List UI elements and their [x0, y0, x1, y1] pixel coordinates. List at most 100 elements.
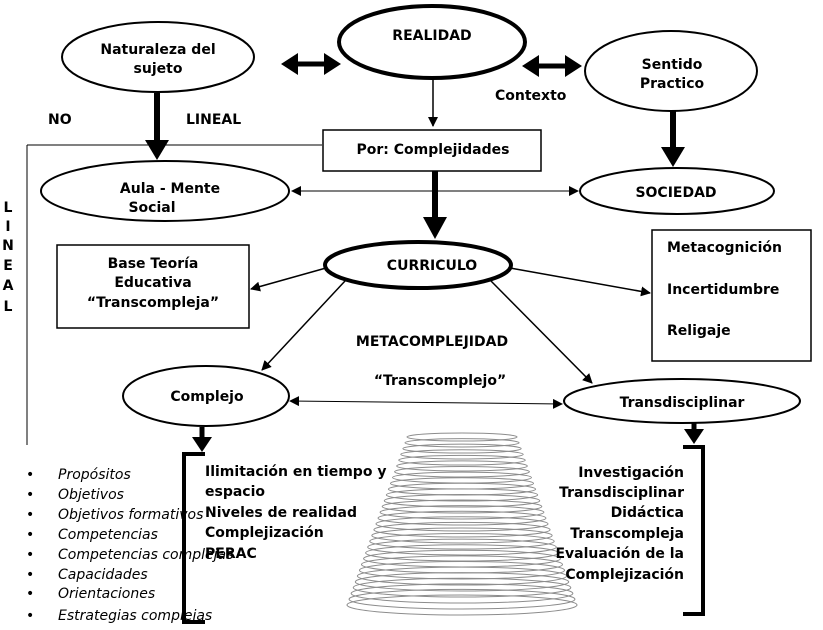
realidad-node — [337, 4, 527, 80]
base-teoria-box — [56, 244, 250, 329]
list-item: Transdisciplinar — [559, 485, 684, 501]
lineal-v-6: L — [4, 299, 13, 315]
spiral-ring — [394, 466, 530, 478]
list-item: Evaluación de la — [555, 546, 684, 562]
list-item: PERAC — [205, 546, 257, 562]
spiral-ring — [358, 560, 566, 580]
bullet-list: • Propósitos • Objetivos • Objetivos for… — [26, 467, 233, 624]
sociedad-node — [579, 167, 775, 215]
list-item: • — [26, 567, 34, 583]
list-item: Didáctica — [611, 505, 684, 521]
spiral-ring — [400, 449, 524, 460]
naturaleza-label-2: sujeto — [134, 61, 183, 77]
spiral-ring — [352, 577, 572, 598]
list-item: Complejización — [565, 567, 684, 583]
naturaleza-label-1: Naturaleza del — [100, 42, 215, 58]
complejo-node — [122, 365, 290, 427]
aula-node — [40, 160, 290, 222]
spiral-ring — [387, 482, 537, 496]
meta-label-1: Metacognición — [667, 240, 782, 256]
list-item: • — [26, 507, 34, 523]
aula-label-2: Social — [128, 200, 175, 216]
double-arrow-right — [522, 55, 582, 77]
base-label-3: “Transcompleja” — [87, 295, 219, 311]
arrow-complejo-down — [192, 427, 212, 452]
transdisciplinar-label: Transdisciplinar — [620, 395, 745, 411]
spiral-ring — [367, 538, 557, 556]
curriculo-label: CURRICULO — [387, 258, 477, 274]
spiral-ring — [375, 516, 549, 532]
spiral-ring — [406, 432, 518, 442]
list-item: Objetivos formativos — [58, 507, 203, 523]
transdisciplinar-node — [563, 378, 801, 424]
spiral-ring — [383, 493, 541, 508]
arrow-curriculo-meta — [509, 267, 651, 297]
right-list: Investigación Transdisciplinar Didáctica… — [555, 465, 684, 583]
spiral-ring — [404, 438, 520, 448]
list-item: Complejización — [205, 525, 324, 541]
list-item: Estrategias complejas — [58, 608, 212, 624]
list-item: • — [26, 547, 34, 563]
double-arrow-left — [281, 53, 341, 75]
meta-label-3: Religaje — [667, 323, 731, 339]
complejo-label: Complejo — [170, 389, 244, 405]
arrow-naturaleza-aula — [145, 93, 169, 160]
sociedad-label: SOCIEDAD — [635, 185, 716, 201]
list-item: • — [26, 467, 34, 483]
list-item: Capacidades — [58, 567, 148, 583]
lineal-v-4: E — [3, 258, 13, 274]
middle-list: Ilimitación en tiempo y espacio Niveles … — [205, 464, 386, 562]
list-item: Competencias — [58, 527, 158, 543]
arrow-curriculo-base — [250, 267, 327, 292]
list-item: Objetivos — [58, 487, 124, 503]
list-item: • — [26, 527, 34, 543]
list-item: Competencias complejas — [58, 547, 233, 563]
list-item: Ilimitación en tiempo y — [205, 464, 386, 480]
meta-label-2: Incertidumbre — [667, 282, 779, 298]
arrow-sentido-sociedad — [661, 111, 685, 167]
curriculo-node — [323, 240, 513, 290]
spiral-ring — [402, 443, 522, 454]
list-item: Investigación — [578, 465, 684, 481]
spiral-ring — [377, 510, 547, 526]
contexto-label: Contexto — [495, 88, 567, 104]
list-item: • — [26, 586, 34, 602]
spiral-ring — [371, 527, 553, 544]
sentido-label-2: Practico — [640, 76, 705, 92]
spiral-ring — [381, 499, 543, 514]
spiral-ring — [356, 566, 568, 586]
right-bracket — [683, 445, 705, 616]
meta-box — [651, 229, 812, 362]
left-bracket — [182, 452, 205, 624]
spiral-ring — [346, 594, 578, 616]
spiral-ring — [369, 533, 555, 550]
arrow-transdisciplinar-down — [684, 423, 704, 444]
spiral-ring — [350, 583, 574, 604]
base-label-2: Educativa — [114, 275, 191, 291]
naturaleza-node — [61, 21, 255, 93]
spiral-ring — [398, 454, 526, 466]
list-item: Orientaciones — [58, 586, 155, 602]
sentido-label-1: Sentido — [642, 57, 703, 73]
metacomplejidad-label: METACOMPLEJIDAD — [356, 334, 508, 350]
list-item: • — [26, 608, 34, 624]
lineal-v-3: N — [2, 238, 14, 254]
complejidades-label: Por: Complejidades — [357, 142, 510, 158]
list-item: Propósitos — [58, 467, 131, 483]
list-item: Niveles de realidad — [205, 505, 357, 521]
spiral-ring — [379, 505, 545, 520]
no-label: NO — [48, 112, 72, 128]
list-item: espacio — [205, 484, 265, 500]
spiral-ring — [385, 488, 539, 502]
spiral-ring — [354, 572, 570, 592]
arrow-curriculo-transdisciplinar — [490, 280, 593, 384]
lineal-v-5: A — [3, 278, 14, 294]
arrow-complejidades-curriculo — [423, 171, 447, 239]
spiral-ring — [348, 588, 576, 610]
list-item: • — [26, 487, 34, 503]
spiral-cone — [346, 432, 578, 616]
spiral-ring — [396, 460, 528, 472]
lineal-v-1: L — [4, 200, 13, 216]
base-label-1: Base Teoría — [108, 256, 199, 272]
